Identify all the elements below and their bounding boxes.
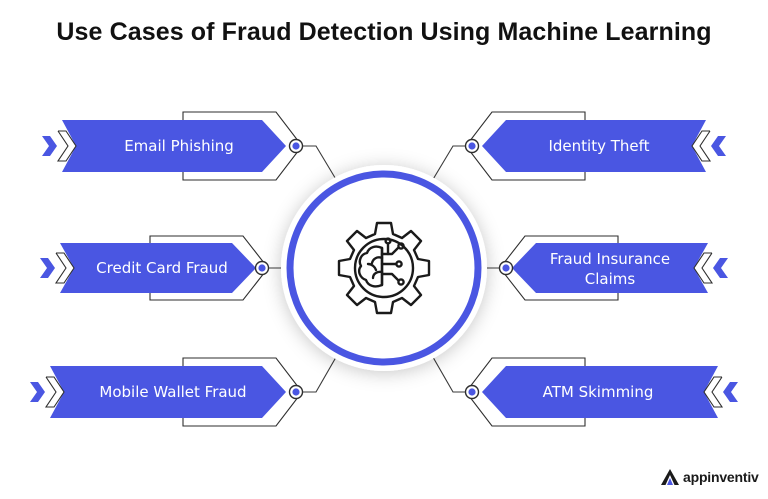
banner (50, 366, 286, 418)
chevron-outline-icon (693, 252, 714, 284)
use-case-mobile-wallet-fraud: Mobile Wallet Fraud (30, 357, 304, 427)
label-credit-card-fraud: Credit Card Fraud (96, 259, 228, 277)
double-chevron-icon (713, 258, 728, 278)
chevron-outline-icon (54, 252, 75, 284)
chevron-outline-icon (703, 376, 724, 408)
hub (281, 165, 487, 371)
chevron-outline-icon (44, 376, 65, 408)
hub-ring (286, 170, 482, 366)
connector-atm-skimming (425, 344, 467, 393)
gear-brain-circuit-icon (337, 221, 431, 315)
use-case-atm-skimming: ATM Skimming (464, 357, 738, 427)
connector-mobile-wallet (302, 344, 344, 393)
label-fraud-insurance-line1: Fraud Insurance (550, 250, 670, 268)
double-chevron-icon (711, 136, 726, 156)
double-chevron-icon (42, 136, 57, 156)
connector-identity-theft (425, 145, 467, 192)
use-case-credit-card-fraud: Credit Card Fraud (40, 235, 270, 301)
label-identity-theft: Identity Theft (548, 137, 649, 155)
page-title: Use Cases of Fraud Detection Using Machi… (56, 18, 712, 46)
chevron-outline-icon (691, 130, 712, 162)
use-case-fraud-insurance-claims: Fraud Insurance Claims (498, 235, 728, 301)
double-chevron-icon (30, 382, 45, 402)
banner (482, 120, 706, 172)
use-case-email-phishing: Email Phishing (42, 111, 304, 181)
use-case-identity-theft: Identity Theft (464, 111, 726, 181)
connector-email-phishing (302, 145, 344, 192)
label-email-phishing: Email Phishing (124, 137, 234, 155)
connector-lines (268, 145, 500, 393)
banner (60, 243, 256, 293)
appinventiv-logo-icon (661, 469, 679, 485)
label-mobile-wallet-fraud: Mobile Wallet Fraud (99, 383, 246, 401)
chevron-outline-icon (56, 130, 77, 162)
brand-logo: appinventiv (660, 466, 759, 488)
banner (512, 243, 708, 293)
banner (482, 366, 718, 418)
brand-name: appinventiv (683, 469, 759, 485)
banner (62, 120, 286, 172)
double-chevron-icon (723, 382, 738, 402)
label-fraud-insurance-line2: Claims (585, 270, 636, 288)
label-atm-skimming: ATM Skimming (543, 383, 654, 401)
double-chevron-icon (40, 258, 55, 278)
